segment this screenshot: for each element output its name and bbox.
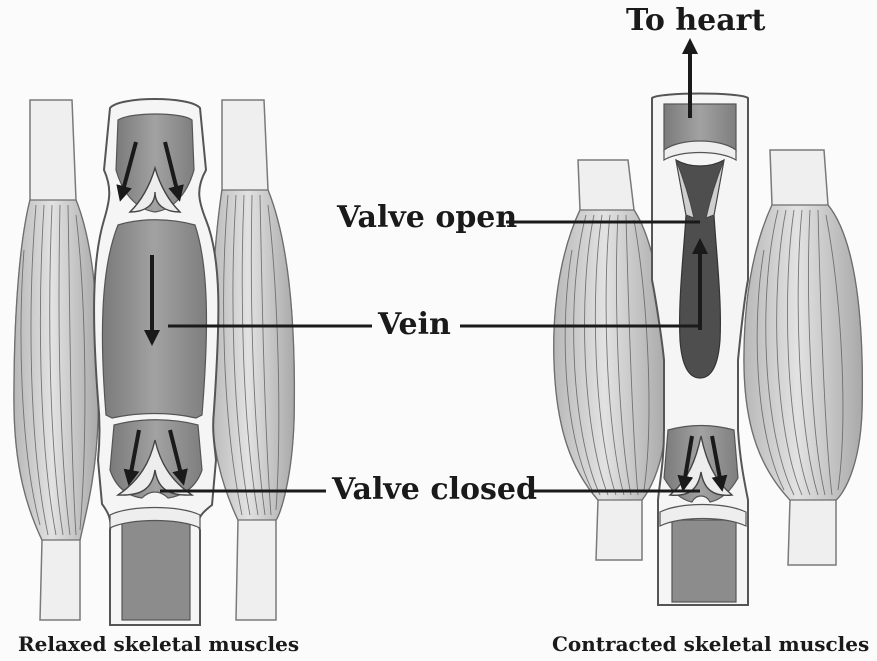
contracted-right-muscle [744, 150, 862, 565]
relaxed-caption: Relaxed skeletal muscles [18, 632, 299, 656]
contracted-left-muscle [554, 160, 666, 560]
relaxed-vein [94, 99, 218, 625]
valve-closed-label: Valve closed [332, 473, 537, 507]
vein-label: Vein [378, 308, 451, 342]
relaxed-left-muscle [14, 100, 98, 620]
contracted-caption: Contracted skeletal muscles [552, 632, 869, 656]
relaxed-right-muscle [210, 100, 294, 620]
valve-open-label: Valve open [337, 201, 517, 235]
to-heart-label: To heart [626, 4, 765, 38]
